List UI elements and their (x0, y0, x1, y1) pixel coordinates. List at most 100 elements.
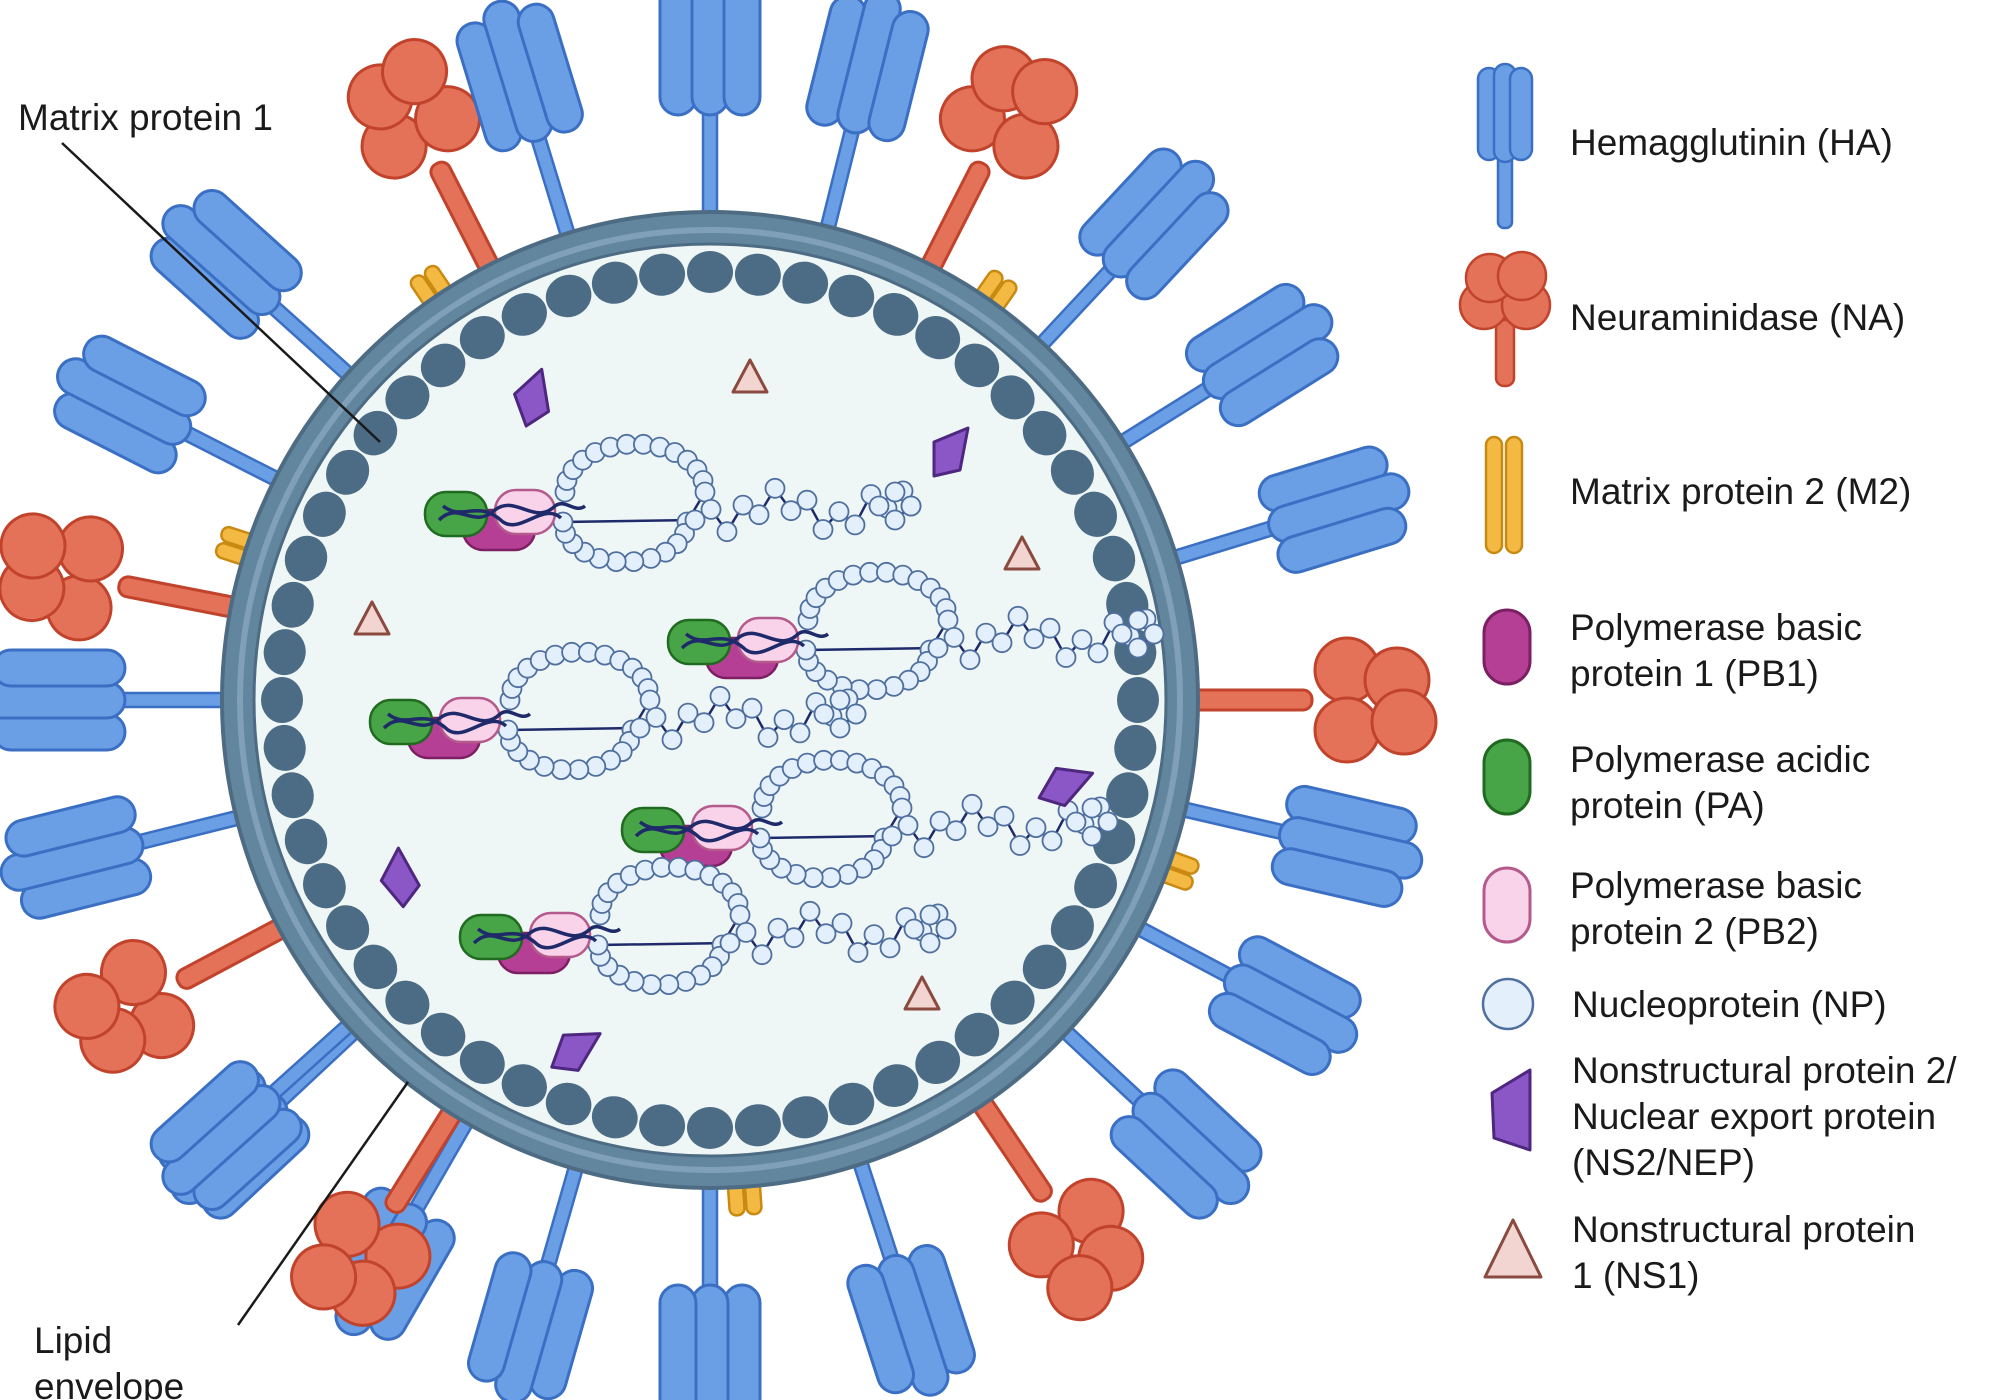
matrix-protein-1-bead (501, 293, 547, 336)
matrix-protein-1-bead (501, 1064, 547, 1107)
legend-ha: Hemagglutinin (HA) (1476, 62, 1893, 230)
matrix-protein-1-bead (873, 293, 919, 336)
matrix-protein-1-bead (326, 449, 370, 495)
matrix-protein-1-label: Matrix protein 1 (18, 97, 273, 138)
matrix-protein-1-bead (420, 343, 466, 388)
matrix-protein-1-bead (873, 1064, 919, 1107)
matrix-protein-1-bead (1092, 535, 1136, 582)
matrix-protein-1-bead (271, 772, 314, 819)
matrix-protein-1-bead (915, 316, 961, 360)
legend-pb2-label-line2: protein 2 (PB2) (1570, 911, 1819, 952)
ns2-nep-icon (1490, 1068, 1532, 1152)
matrix-protein-1-bead (828, 274, 875, 318)
nucleoprotein-icon (1481, 977, 1535, 1031)
matrix-protein-1-bead (1050, 449, 1094, 495)
matrix-protein-1-bead (639, 1104, 686, 1147)
matrix-protein-1-bead (261, 677, 303, 723)
legend-na: Neuraminidase (NA) (1458, 250, 1905, 388)
matrix-protein-1-bead (1074, 491, 1117, 537)
legend-na-label: Neuraminidase (NA) (1570, 297, 1905, 338)
matrix-protein-1-bead (385, 980, 430, 1025)
matrix-protein-1-bead (353, 410, 398, 456)
legend: Hemagglutinin (HA) Neuraminidase (NA) Ma… (1458, 62, 1957, 1296)
legend-np-label: Nucleoprotein (NP) (1572, 984, 1887, 1025)
matrix-protein-1-bead (782, 1096, 829, 1139)
legend-pa: Polymerase acidic protein (PA) (1482, 738, 1870, 826)
matrix-protein-1-bead (734, 1104, 781, 1147)
matrix-protein-1-bead (734, 253, 781, 296)
matrix-protein-1-bead (459, 316, 505, 360)
legend-ns2-label-line1: Nonstructural protein 2/ (1572, 1050, 1957, 1091)
pb2-icon (1482, 866, 1532, 944)
neuraminidase-spike (0, 499, 259, 672)
legend-pa-label-line1: Polymerase acidic (1570, 739, 1870, 780)
matrix-protein-1-bead (353, 944, 398, 990)
matrix-protein-1-bead (1106, 772, 1149, 819)
hemagglutinin-spike (807, 1135, 985, 1400)
legend-ha-label: Hemagglutinin (HA) (1570, 122, 1893, 163)
matrix-protein-1-bead (303, 491, 346, 537)
lipid-envelope-label-line1: Lipid (34, 1320, 112, 1361)
matrix-protein-1-bead (782, 261, 829, 304)
matrix-protein-1-bead (1114, 724, 1157, 771)
hemagglutinin-icon (1476, 62, 1534, 230)
legend-m2: Matrix protein 2 (M2) (1484, 435, 1911, 555)
matrix-protein-1-bead (990, 980, 1035, 1025)
matrix-protein-1-bead (545, 274, 592, 318)
callout-lipid-envelope: Lipid envelope (34, 1081, 410, 1400)
legend-pb1-label-line2: protein 1 (PB1) (1570, 653, 1819, 694)
matrix-protein-1-bead (687, 1107, 733, 1149)
matrix-protein-1-bead (591, 1096, 638, 1139)
matrix-protein-1-bead (284, 818, 328, 865)
legend-m2-label: Matrix protein 2 (M2) (1570, 471, 1911, 512)
matrix-protein-1-bead (420, 1012, 466, 1057)
legend-pb2: Polymerase basic protein 2 (PB2) (1482, 865, 1862, 952)
lipid-envelope-label-line2: envelope (34, 1366, 184, 1400)
matrix-protein-1-bead (1050, 905, 1094, 951)
matrix-protein-1-bead (1022, 944, 1067, 990)
hemagglutinin-spike (0, 765, 262, 927)
legend-ns1-label-line1: Nonstructural protein (1572, 1209, 1915, 1250)
ns1-icon (1483, 1218, 1543, 1279)
legend-pb2-label-line1: Polymerase basic (1570, 865, 1862, 906)
matrix-protein-1-bead (1022, 410, 1067, 456)
matrix-protein-1-layer (261, 251, 1159, 1149)
matrix-protein-1-bead (1074, 863, 1117, 909)
hemagglutinin-spike (0, 648, 236, 752)
legend-ns2-label-line2: Nuclear export protein (1572, 1096, 1936, 1137)
legend-pb1: Polymerase basic protein 1 (PB1) (1482, 607, 1862, 694)
legend-np: Nucleoprotein (NP) (1481, 977, 1887, 1031)
matrix-protein-1-bead (954, 343, 1000, 388)
hemagglutinin-spike (775, 0, 937, 252)
matrix-protein-1-bead (639, 253, 686, 296)
legend-ns1: Nonstructural protein 1 (NS1) (1483, 1209, 1915, 1296)
matrix-protein-1-bead (545, 1082, 592, 1126)
matrix-protein-1-bead (263, 629, 306, 676)
virion (0, 0, 1438, 1400)
neuraminidase-icon (1458, 250, 1552, 388)
legend-pb1-label-line1: Polymerase basic (1570, 607, 1862, 648)
hemagglutinin-spike (459, 1142, 629, 1400)
matrix-protein-1-bead (385, 375, 430, 420)
hemagglutinin-spike (1149, 437, 1425, 611)
matrix-protein-1-bead (284, 535, 328, 582)
matrix-protein-1-bead (263, 724, 306, 771)
matrix-protein-1-bead (459, 1040, 505, 1084)
matrix-protein-1-bead (303, 863, 346, 909)
matrix-protein-2-icon (1484, 435, 1524, 555)
matrix-protein-1-bead (954, 1012, 1000, 1057)
neuraminidase-spike (1182, 636, 1438, 764)
matrix-protein-1-bead (326, 905, 370, 951)
legend-ns2: Nonstructural protein 2/ Nuclear export … (1490, 1050, 1957, 1183)
pa-icon (1482, 738, 1532, 816)
matrix-protein-1-bead (915, 1040, 961, 1084)
legend-pa-label-line2: protein (PA) (1570, 785, 1765, 826)
pb1-icon (1482, 608, 1532, 686)
hemagglutinin-spike (1161, 756, 1434, 915)
hemagglutinin-spike (658, 0, 762, 226)
matrix-protein-1-bead (1117, 677, 1159, 723)
callout-matrix-protein-1: Matrix protein 1 (18, 97, 381, 443)
matrix-protein-1-bead (990, 375, 1035, 420)
matrix-protein-1-bead (687, 251, 733, 293)
